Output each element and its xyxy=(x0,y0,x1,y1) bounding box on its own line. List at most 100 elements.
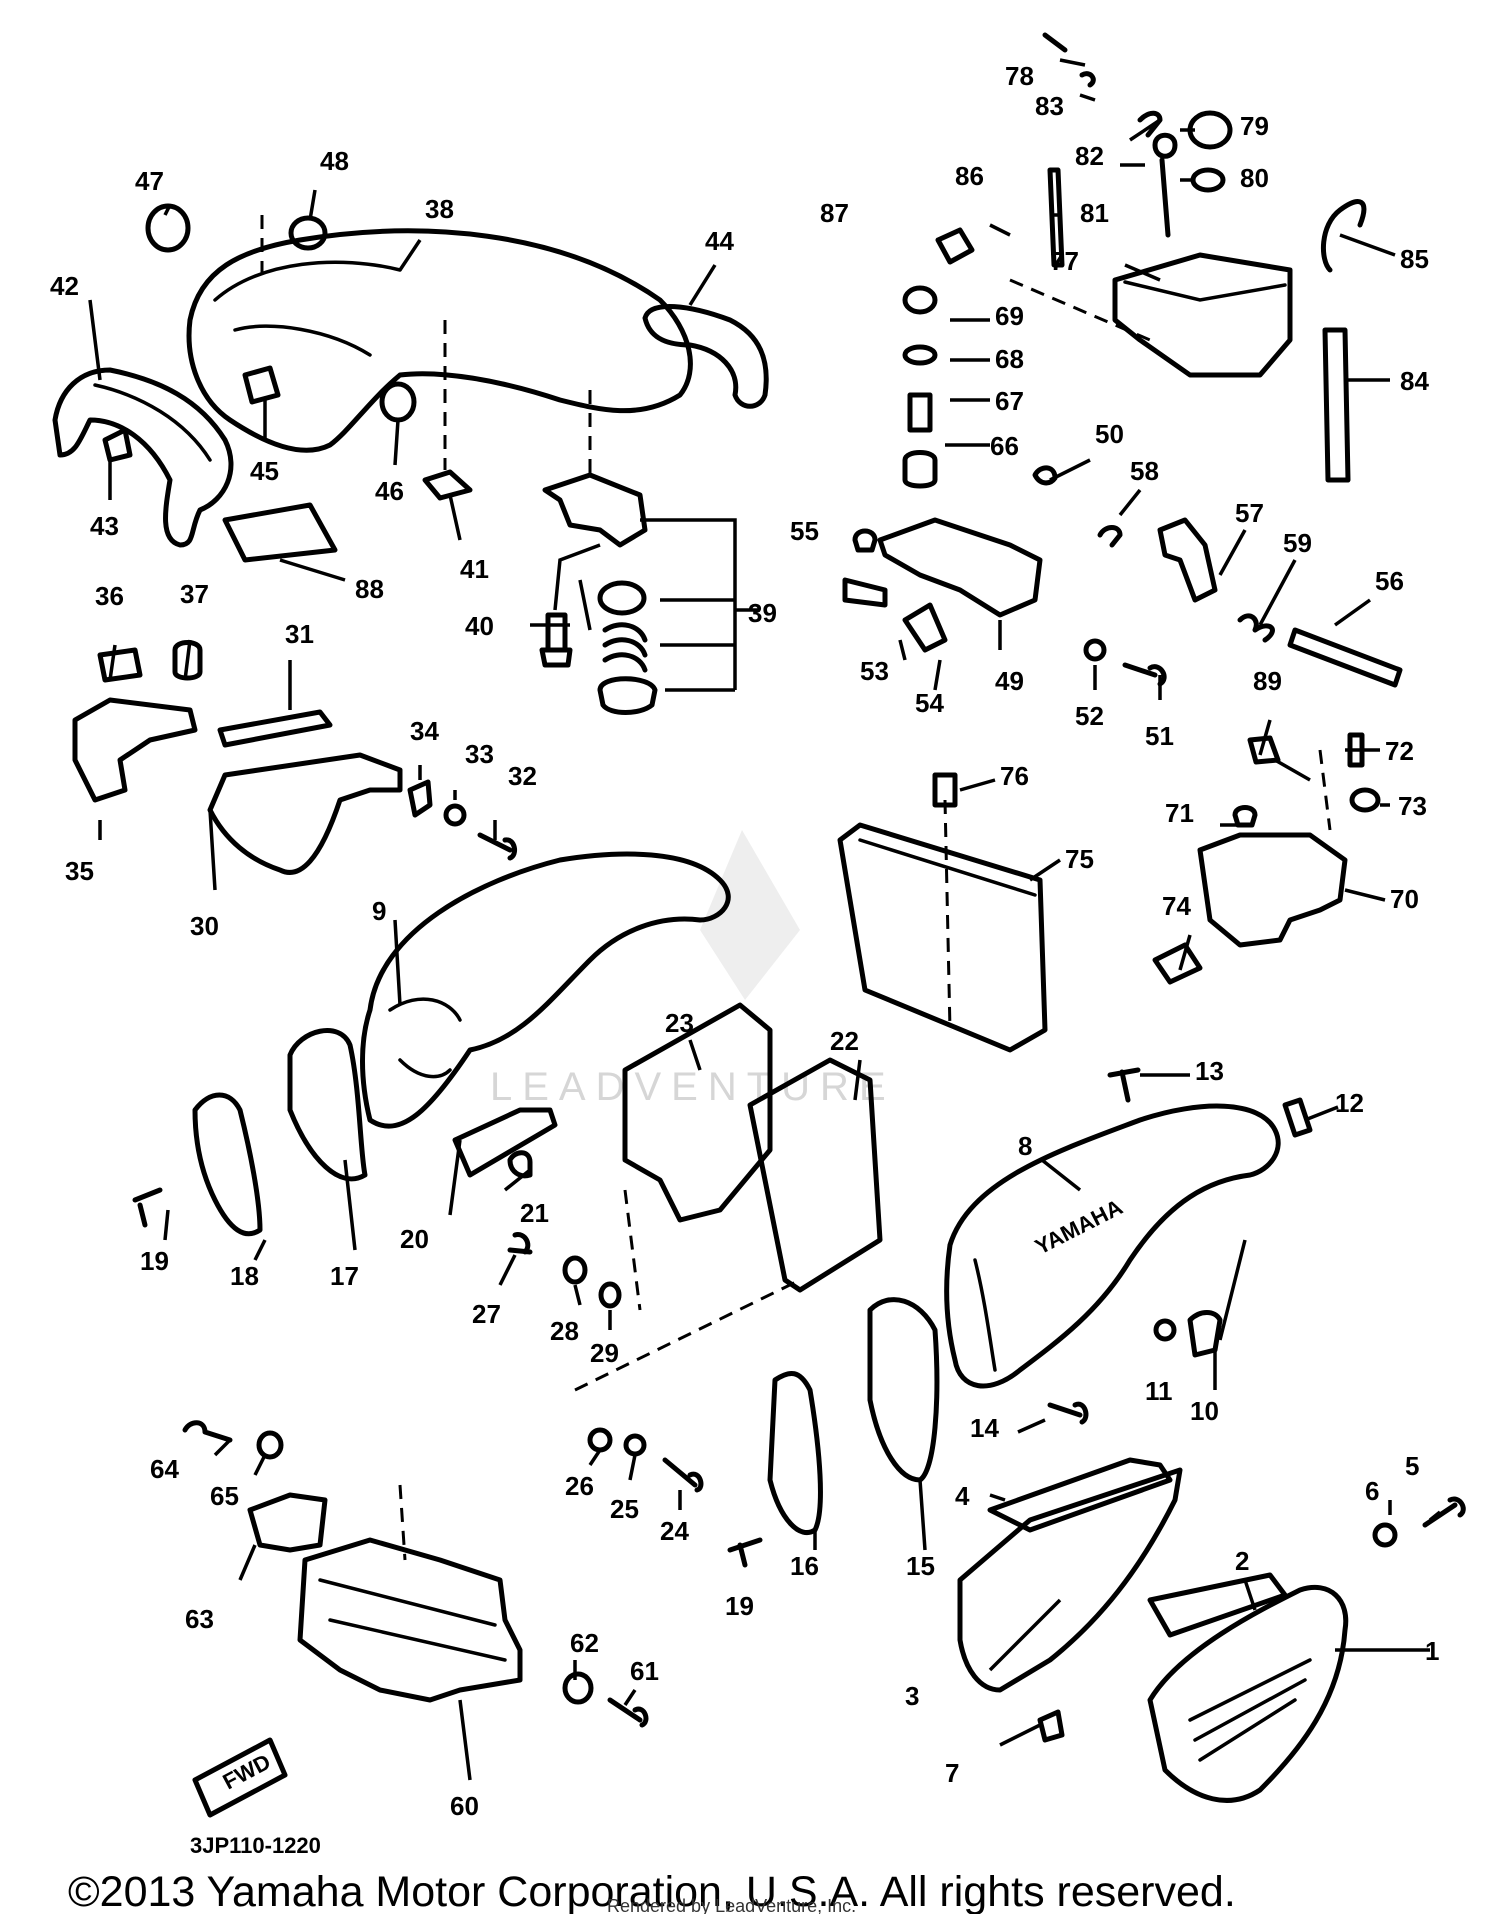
callout-21: 21 xyxy=(520,1198,549,1228)
part-51-bolt xyxy=(1122,662,1167,687)
part-58 xyxy=(1097,525,1123,548)
callout-64: 64 xyxy=(150,1454,179,1484)
fwd-arrow-icon xyxy=(192,1737,288,1818)
part-39-cup xyxy=(597,676,658,715)
rear-fender-group xyxy=(52,203,769,715)
callout-87: 87 xyxy=(820,198,849,228)
part-55 xyxy=(852,528,878,553)
callout-9: 9 xyxy=(372,896,386,926)
part-52-washer xyxy=(1083,638,1107,662)
part-65-nut xyxy=(256,1430,284,1460)
callout-79: 79 xyxy=(1240,111,1269,141)
callout-28: 28 xyxy=(550,1316,579,1346)
part-49-bracket xyxy=(877,517,1043,618)
diagram-code: 3JP110-1220 xyxy=(190,1833,321,1858)
callout-59: 59 xyxy=(1283,528,1312,558)
carrier-group: FWD YAMAHA xyxy=(182,1194,1127,1818)
callout-66: 66 xyxy=(990,431,1019,461)
part-36 xyxy=(97,647,143,683)
callout-76: 76 xyxy=(1000,761,1029,791)
part-11-washer xyxy=(1153,1318,1177,1342)
part-13-bolt xyxy=(1107,1067,1141,1103)
part-71 xyxy=(1232,805,1258,828)
part-40-bolt xyxy=(539,612,573,668)
part-88-plate xyxy=(222,502,338,563)
callout-67: 67 xyxy=(995,386,1024,416)
part-57-lever xyxy=(1157,517,1218,603)
front-fender-group xyxy=(132,851,883,1392)
part-21 xyxy=(507,1150,533,1179)
callout-70: 70 xyxy=(1390,884,1419,914)
part-22-plate xyxy=(747,1057,883,1293)
callout-89: 89 xyxy=(1253,666,1282,696)
callout-27: 27 xyxy=(472,1299,501,1329)
callout-22: 22 xyxy=(830,1026,859,1056)
callout-86: 86 xyxy=(955,161,984,191)
part-8-fender xyxy=(944,1103,1281,1389)
part-32-screw xyxy=(477,832,518,861)
callout-19b: 19 xyxy=(725,1591,754,1621)
callout-38: 38 xyxy=(425,194,454,224)
callout-74: 74 xyxy=(1162,891,1191,921)
side-cover-group xyxy=(587,1067,1466,1803)
part-44-handle xyxy=(642,303,769,409)
part-10 xyxy=(1187,1310,1223,1358)
part-61-bolt xyxy=(607,1697,649,1728)
callout-88: 88 xyxy=(355,574,384,604)
part-23-bracket xyxy=(622,1002,773,1223)
part-39-washer xyxy=(597,580,647,616)
part-72-bolt xyxy=(1347,732,1365,768)
callout-63: 63 xyxy=(185,1604,214,1634)
part-76-bolt xyxy=(932,772,958,808)
callout-53: 53 xyxy=(860,656,889,686)
part-12 xyxy=(1282,1097,1313,1138)
part-77-tank xyxy=(1112,252,1293,378)
callout-2: 2 xyxy=(1235,1546,1249,1576)
callout-48: 48 xyxy=(320,146,349,176)
part-80-seal xyxy=(1190,167,1226,193)
callout-58: 58 xyxy=(1130,456,1159,486)
callout-12: 12 xyxy=(1335,1088,1364,1118)
callout-30: 30 xyxy=(190,911,219,941)
part-85-hose xyxy=(1320,199,1367,273)
callout-16: 16 xyxy=(790,1551,819,1581)
callout-34: 34 xyxy=(410,716,439,746)
part-66 xyxy=(902,450,938,489)
callout-4: 4 xyxy=(955,1481,970,1511)
part-4 xyxy=(987,1457,1173,1533)
part-33-washer xyxy=(443,803,467,827)
part-84-tube xyxy=(1322,327,1351,483)
part-34 xyxy=(407,779,433,818)
part-74 xyxy=(1152,942,1203,985)
part-37-spring xyxy=(172,640,203,681)
callout-72: 72 xyxy=(1385,736,1414,766)
callout-13: 13 xyxy=(1195,1056,1224,1086)
copyright-text: ©2013 Yamaha Motor Corporation, U.S.A. A… xyxy=(68,1868,1236,1914)
callout-60: 60 xyxy=(450,1791,479,1821)
leader-lines xyxy=(88,58,1442,1781)
callout-32: 32 xyxy=(508,761,537,791)
callout-36: 36 xyxy=(95,581,124,611)
callout-54: 54 xyxy=(915,688,944,718)
part-59-spring xyxy=(1237,613,1275,643)
part-6-washer xyxy=(1372,1522,1398,1548)
part-29-washer xyxy=(598,1281,622,1309)
callout-10: 10 xyxy=(1190,1396,1219,1426)
callout-84: 84 xyxy=(1400,366,1429,396)
part-62-nut xyxy=(562,1671,594,1705)
part-16-cover xyxy=(767,1371,823,1535)
part-28-washer xyxy=(562,1255,588,1285)
part-79-cap xyxy=(1187,110,1233,150)
part-53 xyxy=(842,577,888,608)
callout-61: 61 xyxy=(630,1656,659,1686)
part-64-bolt xyxy=(182,1420,233,1443)
part-48-cap xyxy=(288,215,328,251)
callout-40: 40 xyxy=(465,611,494,641)
callout-51: 51 xyxy=(1145,721,1174,751)
part-56-rod xyxy=(1287,627,1403,688)
part-63-bracket xyxy=(247,1492,328,1553)
part-20-bracket xyxy=(452,1107,558,1178)
callout-49: 49 xyxy=(995,666,1024,696)
callout-11: 11 xyxy=(1145,1376,1173,1406)
